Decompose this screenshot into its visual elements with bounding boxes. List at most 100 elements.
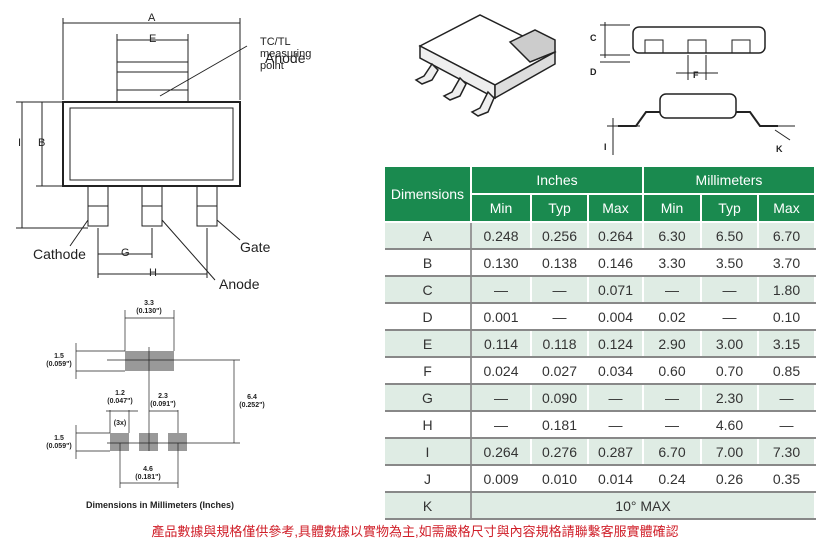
fp-count: (3x) [113,420,127,427]
mm-header: Millimeters [643,167,816,195]
table-row: H—0.181——4.60— [385,411,816,439]
row-label: E [385,330,472,358]
cell-value: 0.35 [758,465,816,493]
subheader-typ: Typ [531,194,589,223]
cathode-label: Cathode [33,246,86,262]
fp-pitch: 2.3 [158,393,168,400]
cell-value: 0.024 [471,357,532,385]
measuring-point-label: TC/TL measuring point [260,36,312,72]
fp-pad-w-in: (0.047") [107,398,133,405]
cell-value: 0.146 [588,249,644,277]
cell-value: 3.00 [701,330,759,358]
cell-value: — [531,303,589,331]
subheader-min: Min [643,194,702,223]
dim-g-label: G [121,247,130,259]
cell-value: 2.90 [643,330,702,358]
cell-value: 7.30 [758,438,816,466]
cell-value: — [588,384,644,412]
row-label: A [385,222,472,250]
anode-top-label: Anode [265,50,306,66]
subheader-typ: Typ [701,194,759,223]
cell-value: 0.26 [701,465,759,493]
subheader-max: Max [758,194,816,223]
cell-value: — [471,411,532,439]
dim-i-label: I [18,137,22,149]
fp-outer-in: (0.181") [135,474,161,481]
dim-e-label: E [149,33,157,45]
cell-value: 0.264 [588,222,644,250]
fp-outer: 4.6 [143,466,153,473]
cell-value: 3.30 [643,249,702,277]
cell-value: 0.02 [643,303,702,331]
dimensions-header: Dimensions [385,167,472,223]
cell-value: 6.70 [643,438,702,466]
fp-pad-w: 1.2 [115,390,125,397]
fp-pad-h-top: 1.5 [54,353,64,360]
cell-value: — [643,411,702,439]
cell-value: 0.264 [471,438,532,466]
cell-value: 0.181 [531,411,589,439]
cell-value: 0.138 [531,249,589,277]
cell-value: 3.70 [758,249,816,277]
row-label: C [385,276,472,304]
disclaimer-text: 產品數據與規格僅供參考,具體數據以實物為主,如需嚴格尺寸與內容規格請聯繫客服實體… [151,524,679,539]
cell-value: 1.80 [758,276,816,304]
top-view-drawing [16,18,248,281]
cell-value: 0.004 [588,303,644,331]
cell-value: — [701,276,759,304]
cell-value: 0.027 [531,357,589,385]
subheader-min: Min [471,194,532,223]
row-label: H [385,411,472,439]
cell-value: — [643,384,702,412]
anode-bottom-label: Anode [219,276,260,292]
cell-value: — [471,384,532,412]
cell-value: 10° MAX [471,492,816,520]
cell-value: — [588,411,644,439]
cell-value: — [643,276,702,304]
cell-value: 0.124 [588,330,644,358]
side-view-drawings [600,22,795,155]
cell-value: 0.118 [531,330,589,358]
fp-pitch-in: (0.091") [150,401,176,408]
row-label: J [385,465,472,493]
cell-value: 0.10 [758,303,816,331]
fp-pad-h-bot-in: (0.059") [46,443,72,450]
fp-pad-h-bot: 1.5 [54,435,64,442]
cell-value: 3.15 [758,330,816,358]
cell-value: 0.010 [531,465,589,493]
row-label: F [385,357,472,385]
cell-value: 0.276 [531,438,589,466]
cell-value: 0.114 [471,330,532,358]
cell-value: 0.60 [643,357,702,385]
fp-span: 6.4 [247,394,257,401]
dim-h-label: H [149,267,157,279]
fp-top-width: 3.3 [144,300,154,307]
dim-a-label: A [148,12,156,24]
cell-value: 0.071 [588,276,644,304]
dim-c-label: C [590,33,597,43]
cell-value: 0.034 [588,357,644,385]
cell-value: 6.30 [643,222,702,250]
table-row: G—0.090——2.30— [385,384,816,412]
cell-value: 0.009 [471,465,532,493]
row-label: I [385,438,472,466]
cell-value: 0.70 [701,357,759,385]
cell-value: — [758,411,816,439]
cell-value: 0.248 [471,222,532,250]
cell-value: 2.30 [701,384,759,412]
fp-span-in: (0.252") [239,402,265,409]
cell-value: 6.50 [701,222,759,250]
cell-value: 0.85 [758,357,816,385]
row-label: D [385,303,472,331]
inches-header: Inches [471,167,644,195]
cell-value: 0.24 [643,465,702,493]
cell-value: — [758,384,816,412]
